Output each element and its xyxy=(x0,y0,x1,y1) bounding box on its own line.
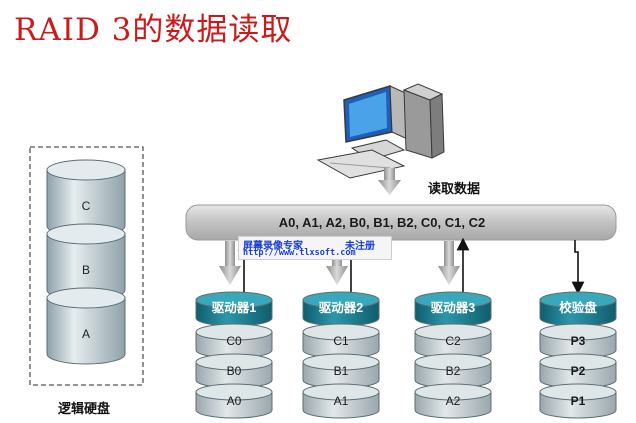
watermark-line1: 屏幕录像专家 xyxy=(243,241,303,252)
drive-block: A0 xyxy=(195,383,273,419)
computer-icon xyxy=(316,83,445,179)
watermark-line2: 未注册 xyxy=(345,241,375,252)
drive-name: 校验盘 xyxy=(559,300,597,315)
watermark-url: http://www.tlxsoft.com xyxy=(243,248,356,258)
bus-data-text: A0, A1, A2, B0, B1, B2, C0, C1, C2 xyxy=(279,215,485,230)
logical-disk: C B A xyxy=(46,159,126,365)
drive-block-label: C2 xyxy=(445,334,461,348)
drive-name: 驱动器1 xyxy=(212,301,257,315)
drive-block-label: A0 xyxy=(227,394,242,408)
drive-block-label: C0 xyxy=(226,334,242,348)
drive-block: C1 xyxy=(302,323,380,359)
logical-disk-segment: B xyxy=(46,223,126,301)
drive-block: C0 xyxy=(195,323,273,359)
read-data-label: 读取数据 xyxy=(428,181,481,196)
drive-block-label: P2 xyxy=(571,364,586,378)
logical-disk-segment-label: B xyxy=(82,263,90,277)
logical-disk-frame xyxy=(29,146,144,386)
drive-name: 驱动器3 xyxy=(431,301,476,315)
drive-block-label: P1 xyxy=(571,394,586,408)
drive-block-label: A2 xyxy=(446,394,461,408)
logical-disk-segment-label: A xyxy=(82,327,90,341)
parity-arrow xyxy=(571,240,585,295)
logical-disk-segment-label: C xyxy=(82,199,91,213)
drive-block: B1 xyxy=(302,353,380,389)
page-title: RAID 3的数据读取 xyxy=(14,12,293,48)
drive-header: 驱动器2 xyxy=(302,291,380,327)
drive-block-label: B2 xyxy=(446,364,461,378)
drive-block: C2 xyxy=(414,323,492,359)
read-arrow xyxy=(378,168,401,195)
watermark: 屏幕录像专家 未注册 http://www.tlxsoft.com xyxy=(238,236,392,260)
logical-disk-segment: C xyxy=(46,159,126,237)
read-transfer-arrow xyxy=(438,241,460,285)
drive-block: P3 xyxy=(539,323,617,359)
drive-name: 驱动器2 xyxy=(319,301,364,315)
drive-block-label: B0 xyxy=(227,364,242,378)
drive-block: A1 xyxy=(302,383,380,419)
drive-header: 驱动器1 xyxy=(195,291,273,327)
drive-block: B0 xyxy=(195,353,273,389)
drive-block-label: P3 xyxy=(571,334,586,348)
drive-block: B2 xyxy=(414,353,492,389)
drive-block: P2 xyxy=(539,353,617,389)
drive-block-label: B1 xyxy=(334,364,349,378)
drive-block-label: C1 xyxy=(333,334,349,348)
drive-header: 校验盘 xyxy=(539,291,617,327)
data-bus: A0, A1, A2, B0, B1, B2, C0, C1, C2 xyxy=(185,204,617,241)
drive-header: 驱动器3 xyxy=(414,291,492,327)
drive-block: A2 xyxy=(414,383,492,419)
logical-disk-segment: A xyxy=(46,287,126,365)
drive-block-label: A1 xyxy=(334,394,349,408)
drive-block: P1 xyxy=(539,383,617,419)
read-transfer-arrow xyxy=(219,241,241,285)
logical-disk-label: 逻辑硬盘 xyxy=(58,401,111,416)
